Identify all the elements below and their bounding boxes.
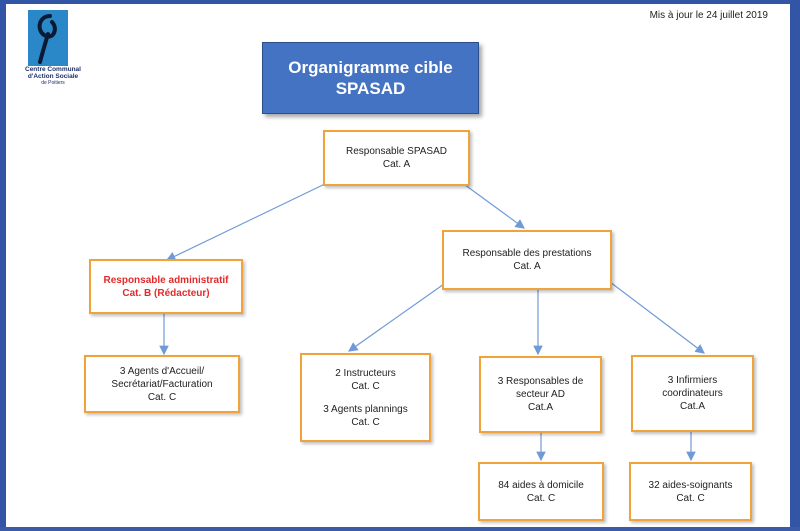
title-line-1: Organigramme cible (288, 58, 453, 77)
node-line: 3 Agents d'Accueil/ (119, 365, 205, 377)
logo-line-2: d'Action Sociale (27, 73, 79, 80)
logo-line-1: Centre Communal (25, 66, 81, 73)
node-line: Cat. C (351, 416, 380, 428)
node-line: Cat. C (351, 380, 380, 392)
node-line: 2 Instructeurs (335, 367, 396, 379)
node-agents-accueil: 3 Agents d'Accueil/ Secrétariat/Facturat… (84, 355, 240, 413)
node-line: secteur AD (516, 389, 565, 400)
arrow-root-to-admin (165, 181, 330, 261)
node-line: Cat. A (382, 159, 411, 170)
logo-line-3: de Poitiers (41, 80, 65, 86)
node-line: Cat. C (676, 492, 705, 504)
node-line: 84 aides à domicile (498, 479, 584, 491)
node-responsables-secteur: 3 Responsables de secteur AD Cat.A (479, 356, 602, 433)
logo-text: Centre Communal d'Action Sociale de Poit… (10, 66, 96, 87)
node-aides-soignants: 32 aides-soignants Cat. C (629, 462, 752, 521)
node-responsable-prestations: Responsable des prestations Cat. A (442, 230, 612, 290)
node-responsable-spasad: Responsable SPASAD Cat. A (323, 130, 470, 186)
node-line: Responsable administratif (103, 274, 229, 286)
node-line: Cat. B (Rédacteur) (122, 287, 210, 299)
node-line: Cat. A (513, 261, 541, 272)
logo-mark-icon (28, 10, 68, 66)
node-line: Cat.A (679, 401, 705, 412)
node-line: Cat. C (526, 492, 556, 504)
arrow-prestations-to-instructeurs (348, 283, 445, 352)
node-line: Responsable des prestations (462, 248, 592, 259)
node-line: Cat.A (527, 402, 553, 413)
node-aides-domicile: 84 aides à domicile Cat. C (478, 462, 604, 521)
node-line: 3 Infirmiers (667, 375, 718, 386)
node-line: 32 aides-soignants (648, 479, 733, 491)
node-line: coordinateurs (662, 388, 723, 399)
node-infirmiers-coordinateurs: 3 Infirmiers coordinateurs Cat.A (631, 355, 754, 432)
update-date: Mis à jour le 24 juillet 2019 (649, 10, 768, 21)
node-responsable-administratif: Responsable administratif Cat. B (Rédact… (89, 259, 243, 314)
node-line: Cat. C (147, 391, 177, 403)
node-line: 3 Agents plannings (323, 403, 408, 415)
node-line: Responsable SPASAD (346, 146, 447, 157)
connector-arrows (159, 181, 705, 462)
node-instructeurs: 2 Instructeurs Cat. C 3 Agents plannings… (300, 353, 431, 442)
node-line: Secrétariat/Facturation (111, 378, 213, 390)
node-line: 3 Responsables de (497, 376, 584, 387)
title-line-2: SPASAD (335, 79, 406, 98)
arrow-prestations-to-infirmiers (609, 281, 705, 354)
diagram-title: Organigramme cible SPASAD (262, 42, 479, 114)
arrow-root-to-prestations (460, 181, 525, 229)
ccas-logo: Centre Communal d'Action Sociale de Poit… (10, 10, 96, 92)
